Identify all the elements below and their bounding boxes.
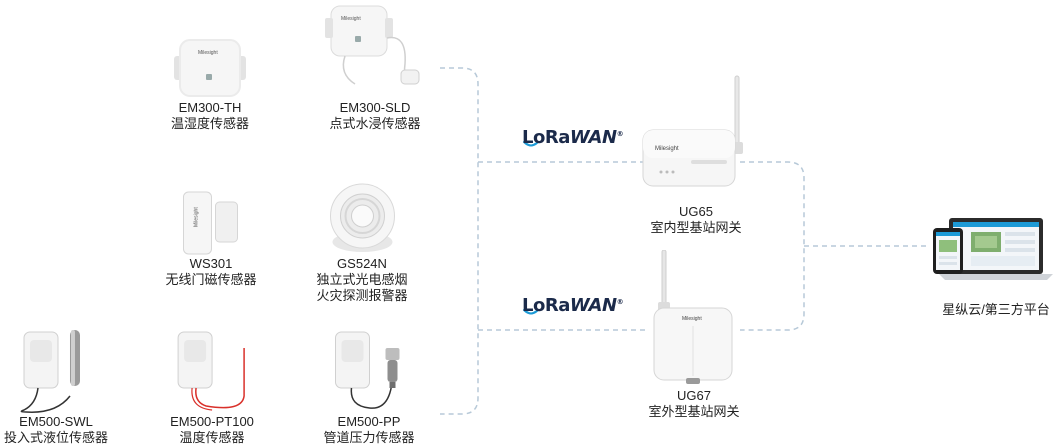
svg-text:Milesight: Milesight <box>341 16 361 22</box>
ug67-name: UG67 <box>677 388 711 403</box>
em300-sld-image: Milesight <box>325 5 420 85</box>
lorawan-top-lora: LoRa <box>522 126 570 148</box>
ug67-desc: 室外型基站网关 <box>648 404 740 419</box>
lorawan-top-mark: ® <box>616 129 624 138</box>
gs524n-desc-line1: 独立式光电感烟 <box>316 272 408 287</box>
svg-text:Milesight: Milesight <box>193 207 199 227</box>
ug65-name: UG65 <box>679 204 713 219</box>
device-em500-pt100[interactable]: EM500-PT100 温度传感器 <box>170 326 254 446</box>
em500-pp-desc: 管道压力传感器 <box>323 430 415 445</box>
em500-pt100-desc: 温度传感器 <box>179 430 245 445</box>
gs524n-name: GS524N <box>337 256 387 271</box>
device-em500-swl[interactable]: EM500-SWL 投入式液位传感器 <box>4 326 108 446</box>
platform-devices[interactable] <box>929 214 1055 284</box>
svg-text:Milesight: Milesight <box>198 50 218 56</box>
em500-pp-image <box>334 331 399 409</box>
device-ug65[interactable]: Milesight <box>631 72 761 192</box>
em500-pt100-name: EM500-PT100 <box>170 414 254 429</box>
device-em300-th[interactable]: Milesight EM300-TH 温湿度传感器 <box>170 36 250 132</box>
ws301-name: WS301 <box>189 256 233 271</box>
em300-th-image: Milesight <box>174 39 246 97</box>
em300-th-name: EM300-TH <box>178 100 242 115</box>
ws301-desc: 无线门磁传感器 <box>165 272 257 287</box>
lorawan-bottom-lora: LoRa <box>522 294 570 316</box>
lorawan-signal-icon <box>523 309 539 315</box>
svg-text:Milesight: Milesight <box>655 146 679 152</box>
lorawan-top-wan: WAN <box>569 126 617 148</box>
device-ws301[interactable]: Milesight WS301 无线门磁传感器 <box>165 188 257 288</box>
ws301-image: Milesight <box>182 191 238 255</box>
em300-th-desc: 温湿度传感器 <box>170 116 249 131</box>
sensor-bus-line <box>440 67 479 415</box>
platform-screens-image <box>933 218 1053 280</box>
em500-pp-name: EM500-PP <box>337 414 401 429</box>
em500-swl-desc: 投入式液位传感器 <box>3 430 109 445</box>
lorawan-bottom-wan: WAN <box>569 294 617 316</box>
gateway-bus-line <box>740 161 805 331</box>
device-em300-sld[interactable]: Milesight EM300-SLD 点式水浸传感器 <box>325 4 425 132</box>
ug65-label: UG65 室内型基站网关 <box>650 204 741 236</box>
gs524n-desc-line2: 火灾探测报警器 <box>316 288 408 303</box>
em500-swl-name: EM500-SWL <box>19 414 93 429</box>
device-em500-pp[interactable]: EM500-PP 管道压力传感器 <box>323 326 415 446</box>
lorawan-logo-top: LoRaWAN® <box>520 122 624 152</box>
lorawan-signal-icon <box>523 141 539 147</box>
em500-pt100-image <box>177 331 245 411</box>
em300-sld-desc: 点式水浸传感器 <box>329 116 421 131</box>
em500-swl-image <box>20 330 80 413</box>
device-gs524n[interactable]: GS524N 独立式光电感烟 火灾探测报警器 <box>316 180 408 304</box>
svg-text:Milesight: Milesight <box>682 316 702 322</box>
platform-label: 星纵云/第三方平台 <box>942 302 1050 317</box>
ug65-desc: 室内型基站网关 <box>650 220 742 235</box>
em300-sld-name: EM300-SLD <box>339 100 411 115</box>
gs524n-image <box>329 183 395 252</box>
lorawan-bottom-mark: ® <box>616 297 624 306</box>
lorawan-logo-bottom: LoRaWAN® <box>520 290 624 320</box>
device-ug67[interactable]: Milesight <box>644 250 744 390</box>
ug67-image: Milesight <box>653 250 733 384</box>
ug65-image: Milesight <box>642 75 743 187</box>
ug67-label: UG67 室外型基站网关 <box>648 388 739 420</box>
